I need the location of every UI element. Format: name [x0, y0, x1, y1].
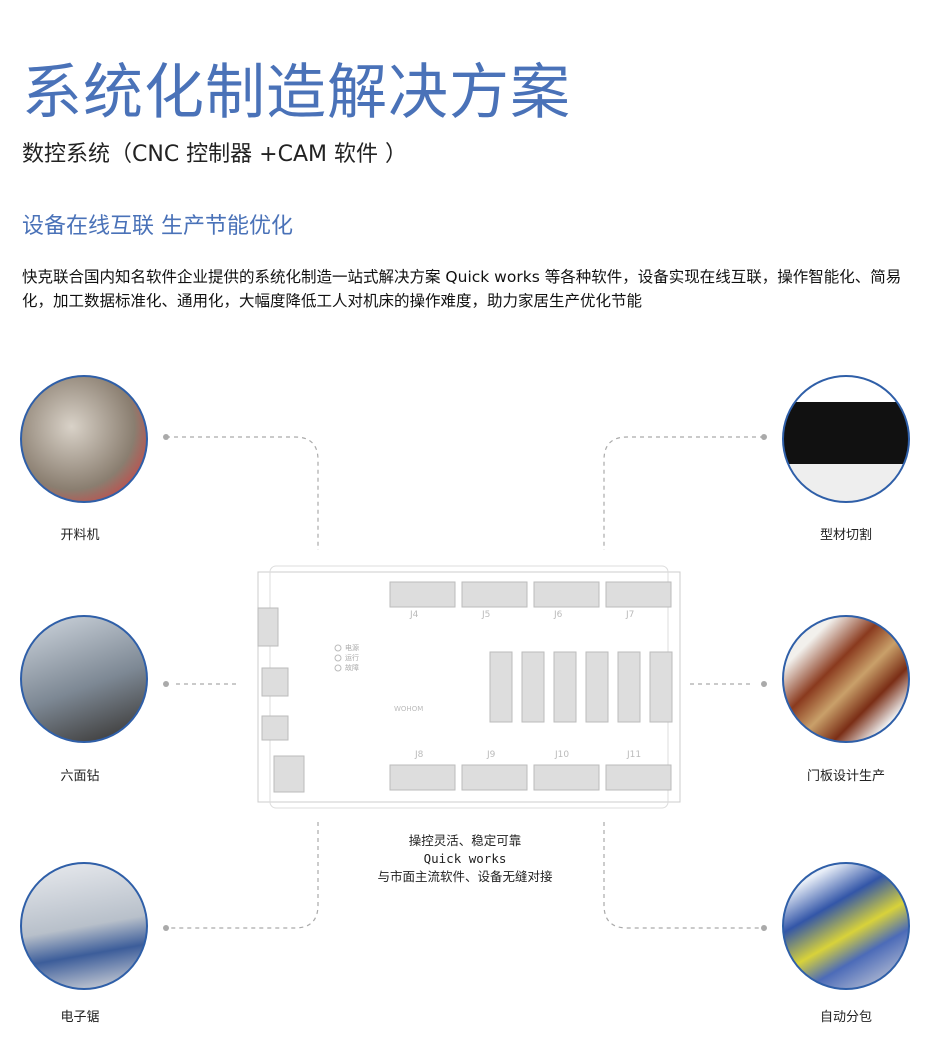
- six-side-drill-image: [20, 615, 148, 743]
- cutting-machine-image: [20, 375, 148, 503]
- connector-label: J8: [415, 750, 424, 760]
- board-caption: 操控灵活、稳定可靠 Quick works 与市面主流软件、设备无缝对接: [330, 832, 600, 886]
- connector-label: J10: [555, 750, 570, 760]
- led-label: 故障: [345, 664, 359, 672]
- slogan: 设备在线互联 生产节能优化: [22, 214, 293, 239]
- connector-label: J5: [482, 610, 491, 620]
- item-label: 六面钻: [60, 769, 100, 784]
- subtitle: 数控系统（CNC 控制器 +CAM 软件 ）: [22, 142, 407, 167]
- cnc-controller-board: J4 J5 J6 J7 J8 J9 J10 J11 电源 运行 故障 WOHOM: [250, 560, 688, 812]
- page-title: 系统化制造解决方案: [22, 58, 571, 128]
- connector-label: J11: [627, 750, 642, 760]
- connector-label: J9: [487, 750, 496, 760]
- brand-label: WOHOM: [394, 705, 424, 713]
- profile-cutting-software-image: [782, 375, 910, 503]
- led-label: 运行: [345, 654, 359, 662]
- item-label: 电子锯: [60, 1010, 100, 1025]
- door-panel-image: [782, 615, 910, 743]
- item-label: 型材切割: [819, 528, 872, 543]
- item-label: 开料机: [60, 528, 100, 543]
- item-label: 自动分包: [819, 1010, 872, 1025]
- description: 快克联合国内知名软件企业提供的系统化制造一站式解决方案 Quick works …: [22, 268, 902, 310]
- panel-saw-image: [20, 862, 148, 990]
- auto-packaging-software-image: [782, 862, 910, 990]
- led-label: 电源: [345, 644, 359, 652]
- connector-label: J6: [554, 610, 563, 620]
- connector-label: J4: [410, 610, 419, 620]
- item-label: 门板设计生产: [806, 769, 885, 784]
- connector-label: J7: [626, 610, 635, 620]
- caption-line: 与市面主流软件、设备无缝对接: [377, 869, 553, 884]
- caption-line: Quick works: [423, 851, 507, 866]
- caption-line: 操控灵活、稳定可靠: [408, 833, 522, 848]
